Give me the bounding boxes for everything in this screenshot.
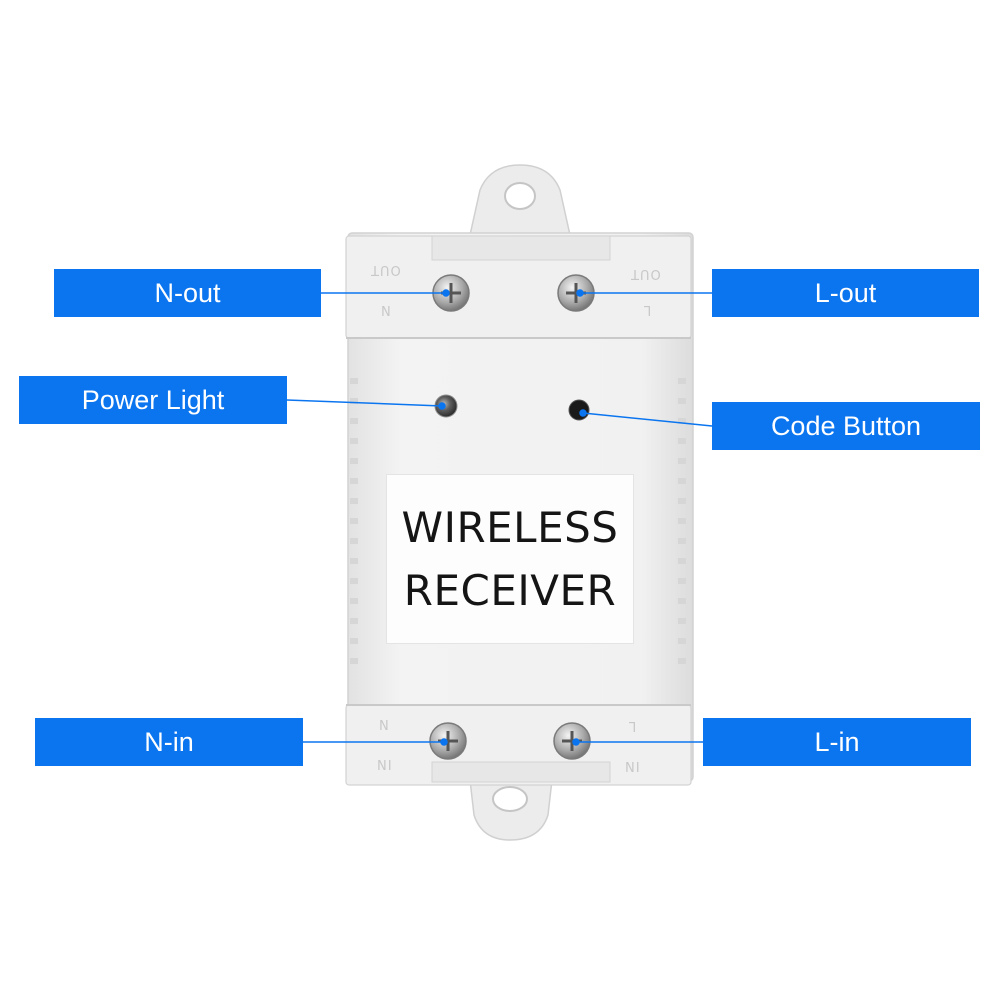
callout-l-out-label: L-out: [814, 277, 877, 308]
device-label-sticker: WIRELESS RECEIVER: [386, 474, 634, 644]
terminal-mark-top-left: OUT: [370, 262, 401, 277]
terminal-mark-bottom-right-letter: L: [628, 718, 637, 733]
callout-power-light-label: Power Light: [81, 384, 225, 415]
callout-code-button-label: Code Button: [770, 410, 922, 441]
screw-l-in: [553, 722, 591, 760]
label-line-2: RECEIVER: [403, 566, 617, 615]
screw-n-in: [429, 722, 467, 760]
power-led: [434, 394, 458, 418]
callout-power-light: Power Light: [19, 376, 287, 424]
callout-n-in: N-in: [35, 718, 303, 766]
callout-l-out: L-out: [712, 269, 979, 317]
bottom-mounting-tab: [469, 779, 553, 841]
screw-n-out: [432, 274, 470, 312]
callout-n-out-label: N-out: [154, 277, 221, 308]
terminal-mark-top-right: OUT: [630, 266, 661, 281]
callout-l-in-label: L-in: [814, 726, 860, 757]
callout-code-button: Code Button: [712, 402, 980, 450]
terminal-mark-bottom-left: IN: [376, 756, 392, 771]
terminal-mark-top-left-letter: N: [380, 302, 391, 317]
callout-l-in: L-in: [703, 718, 971, 766]
label-line-1: WIRELESS: [401, 503, 619, 552]
terminal-mark-top-right-letter: L: [643, 302, 652, 317]
right-vent-slots: [678, 378, 686, 664]
top-mounting-tab: [469, 164, 571, 236]
screw-l-out: [557, 274, 595, 312]
terminal-mark-bottom-right: IN: [624, 758, 640, 773]
terminal-mark-bottom-left-letter: N: [378, 716, 389, 731]
left-vent-slots: [350, 378, 358, 664]
code-button-hole: [568, 399, 590, 421]
callout-n-out: N-out: [54, 269, 321, 317]
callout-n-in-label: N-in: [144, 726, 194, 757]
